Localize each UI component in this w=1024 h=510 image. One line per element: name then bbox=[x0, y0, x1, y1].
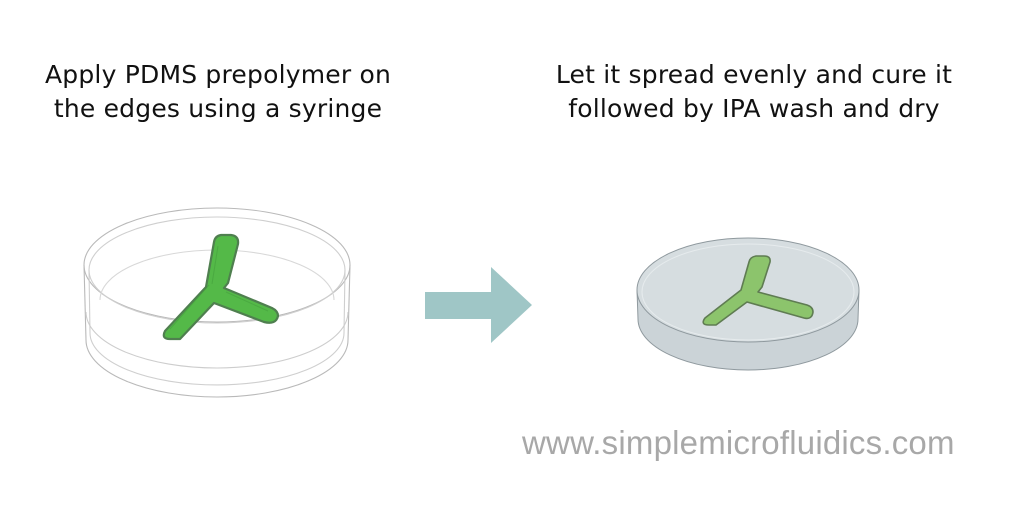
step-2-caption: Let it spread evenly and cure it followe… bbox=[524, 58, 984, 126]
y-channel-cured-icon bbox=[702, 255, 814, 326]
petri-dish-icon bbox=[83, 207, 351, 398]
step-1-caption-line-2: the edges using a syringe bbox=[53, 94, 383, 123]
cured-disc-icon bbox=[636, 237, 860, 371]
step-2-caption-line-1: Let it spread evenly and cure it bbox=[555, 60, 953, 89]
arrow-right-icon bbox=[425, 267, 532, 343]
step-1-caption: Apply PDMS prepolymer on the edges using… bbox=[0, 58, 448, 126]
step-2-caption-line-2: followed by IPA wash and dry bbox=[568, 94, 940, 123]
website-watermark: www.simplemicrofluidics.com bbox=[522, 424, 955, 461]
y-channel-master-icon bbox=[162, 233, 280, 341]
step-1-caption-line-1: Apply PDMS prepolymer on bbox=[44, 60, 392, 89]
